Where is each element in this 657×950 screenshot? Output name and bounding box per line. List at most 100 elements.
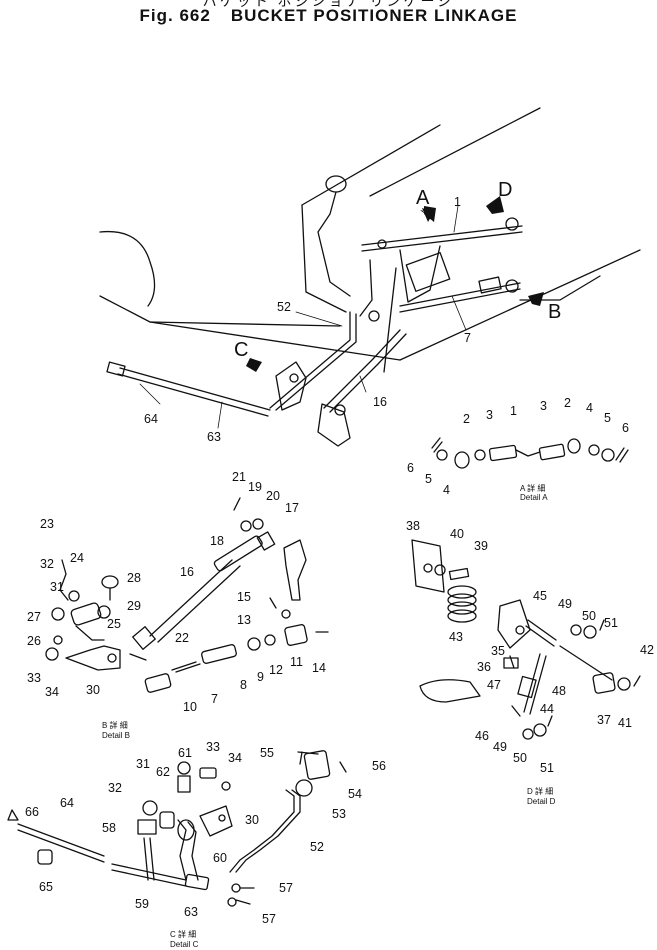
callout-label: 1	[454, 195, 461, 209]
lever-bracket-main	[275, 361, 307, 411]
figure-number: Fig. 662	[139, 6, 211, 25]
callout-label: 26	[27, 634, 41, 648]
detail-d-callouts: 38 40 39 45 49 50 51 42 43 35 36 47 48 4…	[406, 519, 654, 806]
detail-a-jp: A 詳 細	[520, 483, 545, 493]
callout-label: 6	[622, 421, 629, 435]
callout-label: 43	[449, 630, 463, 644]
detail-a-parts	[431, 437, 629, 469]
callout-label: 57	[279, 881, 293, 895]
callout-label: 3	[486, 408, 493, 422]
detail-d-jp: D 詳 細	[527, 786, 553, 796]
view-letter-labels: A B C D	[234, 179, 561, 361]
callout-label: 30	[86, 683, 100, 697]
callout-label: 22	[175, 631, 189, 645]
callout-label: 36	[477, 660, 491, 674]
callout-label: 52	[310, 840, 324, 854]
view-letter-a: A	[416, 187, 430, 209]
leader-lines	[139, 205, 467, 429]
callout-label: 30	[245, 813, 259, 827]
callout-label: 34	[45, 685, 59, 699]
callout-label: 7	[211, 692, 218, 706]
callout-label: 8	[240, 678, 247, 692]
callout-label: 50	[513, 751, 527, 765]
callout-label: 16	[373, 395, 387, 409]
callout-label: 66	[25, 805, 39, 819]
callout-label: 1	[510, 404, 517, 418]
callout-label: 29	[127, 599, 141, 613]
callout-label: 10	[183, 700, 197, 714]
cable-64-63-main	[106, 361, 271, 417]
detail-b-jp: B 詳 細	[102, 720, 128, 730]
callout-label: 39	[474, 539, 488, 553]
callout-label: 9	[257, 670, 264, 684]
callout-label: 14	[312, 661, 326, 675]
callout-label: 25	[107, 617, 121, 631]
detail-c-label: Detail C	[170, 940, 199, 949]
callout-label: 53	[332, 807, 346, 821]
callout-label: 48	[552, 684, 566, 698]
callout-label: 54	[348, 787, 362, 801]
callout-label: 47	[487, 678, 501, 692]
callout-label: 23	[40, 517, 54, 531]
callout-label: 41	[618, 716, 632, 730]
callout-label: 55	[260, 746, 274, 760]
callout-label: 31	[50, 580, 64, 594]
callout-label: 63	[184, 905, 198, 919]
view-letter-b: B	[548, 301, 561, 323]
callout-label: 32	[40, 557, 54, 571]
callout-label: 7	[464, 331, 471, 345]
detail-c-jp: C 詳 細	[170, 929, 196, 939]
callout-label: 61	[178, 746, 192, 760]
control-lever-knob	[317, 175, 351, 297]
callout-label: 37	[597, 713, 611, 727]
callout-label: 33	[206, 740, 220, 754]
callout-label: 50	[582, 609, 596, 623]
callout-label: 16	[180, 565, 194, 579]
rod-16-main	[317, 329, 407, 447]
detail-d-label: Detail D	[527, 797, 556, 806]
callout-label: 62	[156, 765, 170, 779]
view-letter-c: C	[234, 339, 248, 361]
callout-label: 49	[493, 740, 507, 754]
callout-label: 45	[533, 589, 547, 603]
callout-label: 60	[213, 851, 227, 865]
callout-label: 59	[135, 897, 149, 911]
callout-label: 3	[540, 399, 547, 413]
callout-label: 34	[228, 751, 242, 765]
detail-d-parts	[411, 539, 641, 740]
callout-label: 63	[207, 430, 221, 444]
callout-label: 46	[475, 729, 489, 743]
callout-label: 49	[558, 597, 572, 611]
callout-label: 13	[237, 613, 251, 627]
callout-label: 15	[237, 590, 251, 604]
callout-label: 52	[277, 300, 291, 314]
callout-label: 33	[27, 671, 41, 685]
callout-label: 51	[604, 616, 618, 630]
callout-label: 19	[248, 480, 262, 494]
callout-label: 64	[144, 412, 158, 426]
callout-label: 42	[640, 643, 654, 657]
callout-label: 44	[540, 702, 554, 716]
callout-label: 12	[269, 663, 283, 677]
callout-label: 28	[127, 571, 141, 585]
callout-label: 18	[210, 534, 224, 548]
callout-label: 17	[285, 501, 299, 515]
view-letter-d: D	[498, 179, 512, 201]
detail-a-callouts: 6 5 4 2 3 1 3 2 4 5 6 A 詳 細 Detail A	[407, 396, 629, 502]
callout-label: 64	[60, 796, 74, 810]
rod-52-main	[269, 311, 357, 411]
callout-label: 6	[407, 461, 414, 475]
detail-b-label: Detail B	[102, 731, 130, 740]
callout-label: 11	[290, 655, 303, 669]
callout-label: 65	[39, 880, 53, 894]
callout-label: 2	[564, 396, 571, 410]
callout-label: 2	[463, 412, 470, 426]
linkage-assembly-main	[359, 217, 523, 322]
callout-label: 32	[108, 781, 122, 795]
detail-a-label: Detail A	[520, 493, 548, 502]
callout-label: 38	[406, 519, 420, 533]
callout-label: 4	[443, 483, 450, 497]
callout-label: 5	[604, 411, 611, 425]
